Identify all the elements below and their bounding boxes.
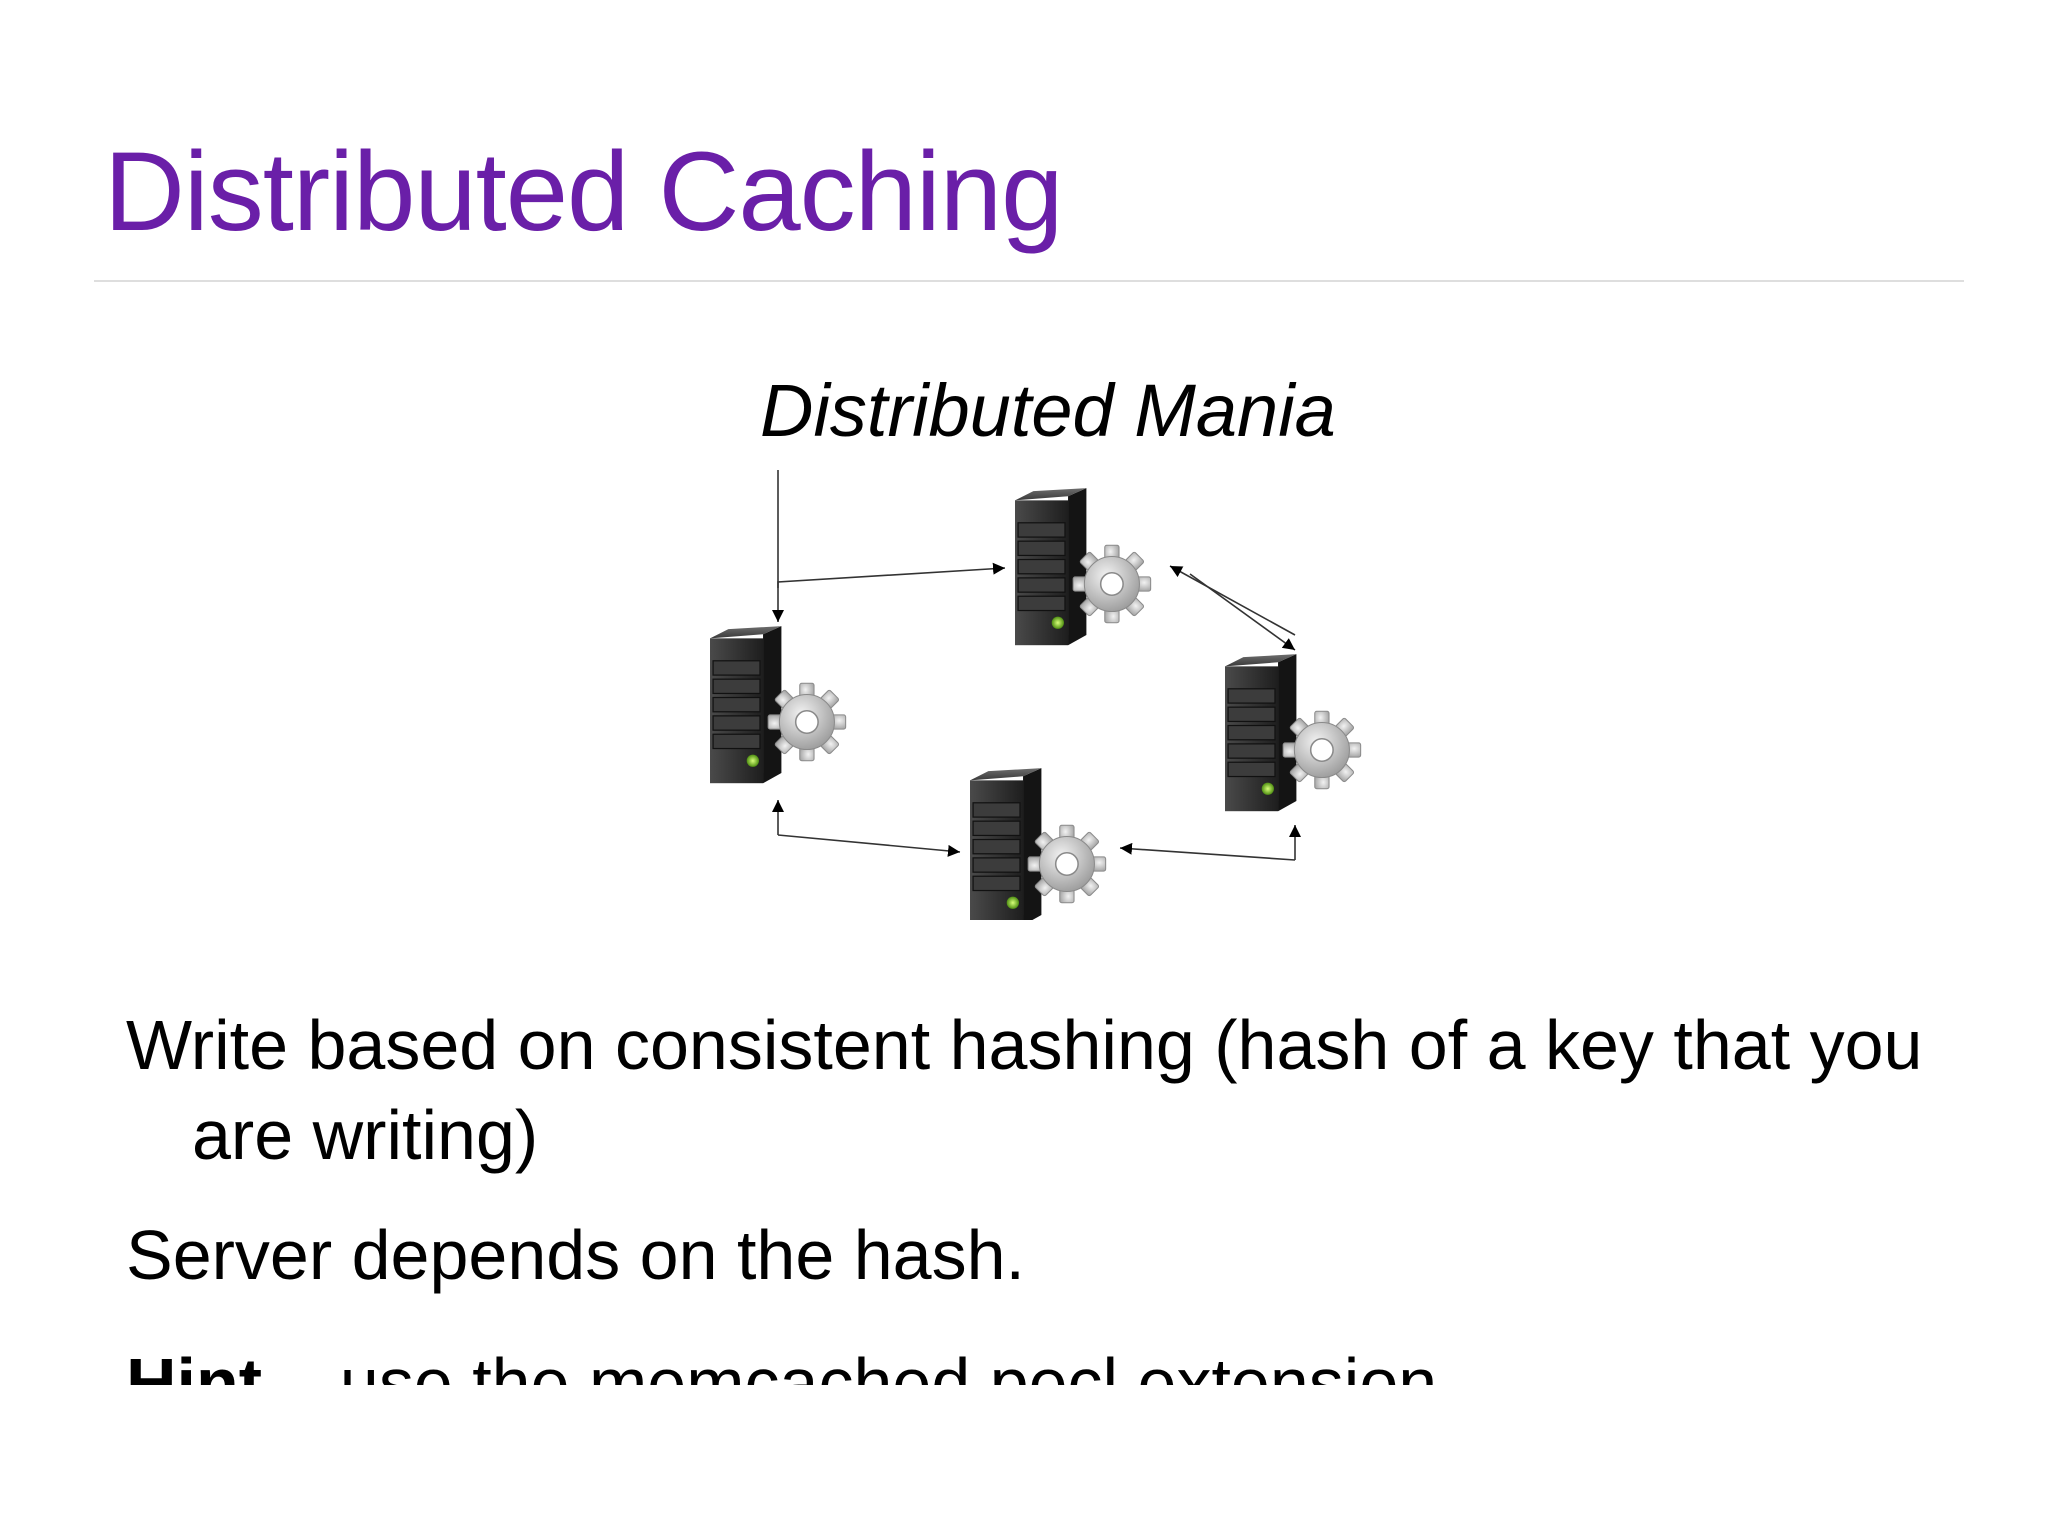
slide-title: Distributed Caching — [104, 129, 1063, 254]
distributed-servers-diagram — [709, 470, 1362, 920]
title-divider — [94, 280, 1964, 282]
body-paragraph: Write based on consistent hashing (hash … — [126, 1006, 1923, 1174]
arrow-icon — [1119, 842, 1296, 861]
body-paragraph: Server depends on the hash. — [126, 1216, 1025, 1294]
slide-body: Write based on consistent hashing (hash … — [126, 1000, 1946, 1385]
server-icon-bottom — [969, 767, 1107, 920]
hint-text: – use the memcached pecl extension — [262, 1344, 1438, 1385]
arrow-icon — [1189, 573, 1296, 651]
hint-label: Hint — [126, 1344, 263, 1385]
server-icon-right — [1224, 653, 1362, 812]
arrow-icon — [1169, 565, 1296, 636]
hint-paragraph: Hint – use the memcached pecl extension — [126, 1338, 1946, 1385]
server-icon-top — [1014, 487, 1152, 646]
server-icon-left — [709, 625, 847, 784]
diagram-caption: Distributed Mania — [760, 369, 1336, 452]
arrow-icon — [777, 562, 1006, 588]
arrow-icon — [777, 834, 961, 857]
